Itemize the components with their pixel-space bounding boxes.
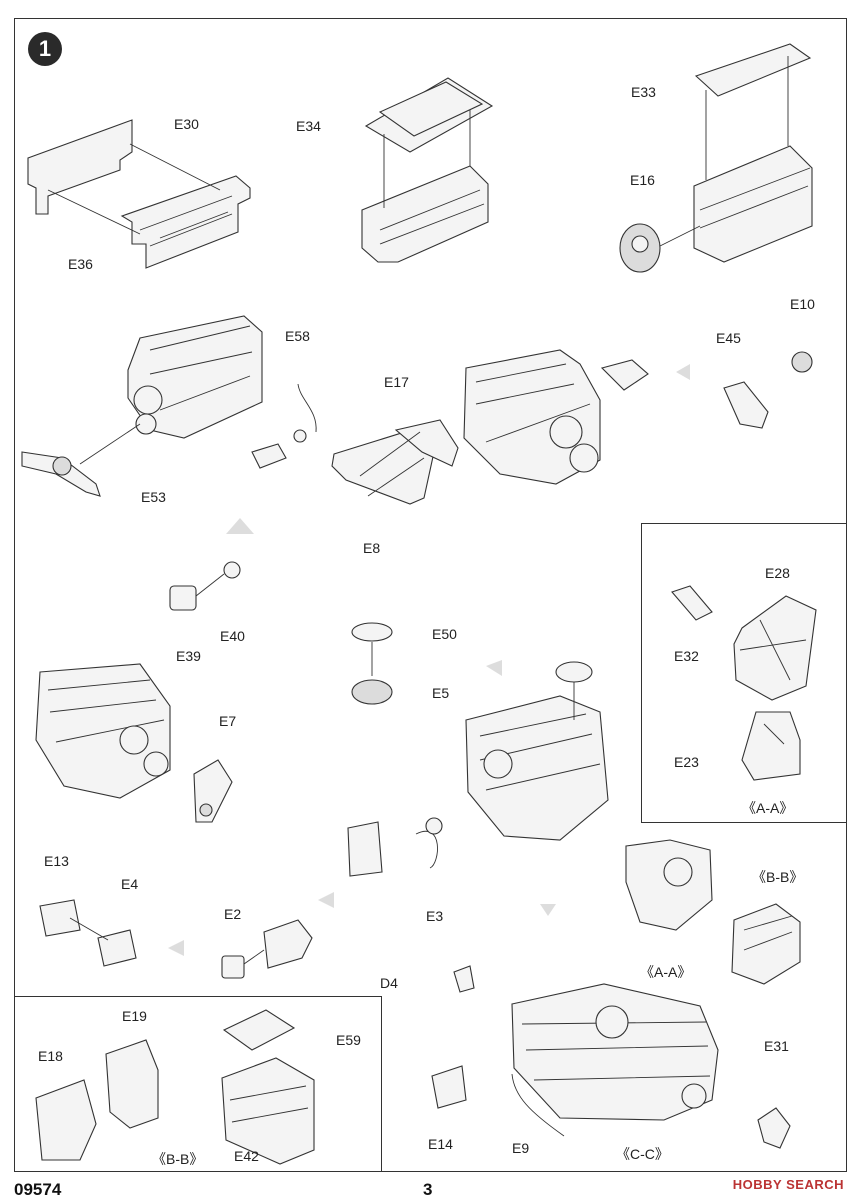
part-e30-e36 <box>27 119 251 269</box>
engine-assembly-left <box>21 315 317 497</box>
label-e53: E53 <box>141 489 166 505</box>
engine-assembly-c-c <box>431 965 791 1149</box>
part-e34-block <box>361 77 494 263</box>
label-e28: E28 <box>765 565 790 581</box>
label-e58: E58 <box>285 328 310 344</box>
label-e2: E2 <box>224 906 242 922</box>
detail-box-b-b <box>14 996 382 1172</box>
label-e18: E18 <box>38 1048 63 1064</box>
label-d4: D4 <box>380 975 398 991</box>
label-e10: E10 <box>790 296 815 312</box>
label-e8: E8 <box>363 540 381 556</box>
label-e5: E5 <box>432 685 450 701</box>
page-number: 3 <box>423 1180 433 1199</box>
label-e30: E30 <box>174 116 199 132</box>
detail-box-a-a <box>641 523 847 823</box>
label-e9: E9 <box>512 1140 530 1156</box>
engine-assembly-right <box>331 349 813 505</box>
label-e34: E34 <box>296 118 321 134</box>
label-e40: E40 <box>220 628 245 644</box>
label-e3: E3 <box>426 908 444 924</box>
product-code: 09574 <box>14 1180 62 1199</box>
label-e59: E59 <box>336 1032 361 1048</box>
label-c-c: 《C-C》 <box>616 1146 669 1162</box>
label-e16: E16 <box>630 172 655 188</box>
label-e23: E23 <box>674 754 699 770</box>
watermark: HOBBY SEARCH <box>732 1177 844 1192</box>
part-e2 <box>221 892 334 979</box>
label-e17: E17 <box>384 374 409 390</box>
label-e45: E45 <box>716 330 741 346</box>
label-b-b-box: 《B-B》 <box>152 1151 204 1167</box>
label-e36: E36 <box>68 256 93 272</box>
label-e42: E42 <box>234 1148 259 1164</box>
label-e50: E50 <box>432 626 457 642</box>
label-e39: E39 <box>176 648 201 664</box>
label-e31: E31 <box>764 1038 789 1054</box>
part-e33-block <box>619 43 813 273</box>
label-e32: E32 <box>674 648 699 664</box>
label-a-a-sub: 《A-A》 <box>640 964 692 980</box>
detail-a-a-parts <box>671 585 817 781</box>
detail-b-b-parts <box>35 1009 315 1165</box>
step-number-badge: 1 <box>28 32 62 66</box>
part-e50-e5 <box>351 622 393 705</box>
label-e33: E33 <box>631 84 656 100</box>
engine-assembly-e7 <box>35 663 233 823</box>
part-e13-e4 <box>39 899 184 967</box>
transmission-assembly <box>540 839 801 985</box>
label-a-a-box: 《A-A》 <box>742 800 794 816</box>
label-e4: E4 <box>121 876 139 892</box>
engine-assembly-center <box>347 660 609 877</box>
label-b-b-title: 《B-B》 <box>752 869 804 885</box>
part-e39-e40 <box>169 518 254 611</box>
label-e14: E14 <box>428 1136 453 1152</box>
label-e7: E7 <box>219 713 237 729</box>
label-e19: E19 <box>122 1008 147 1024</box>
label-e13: E13 <box>44 853 69 869</box>
